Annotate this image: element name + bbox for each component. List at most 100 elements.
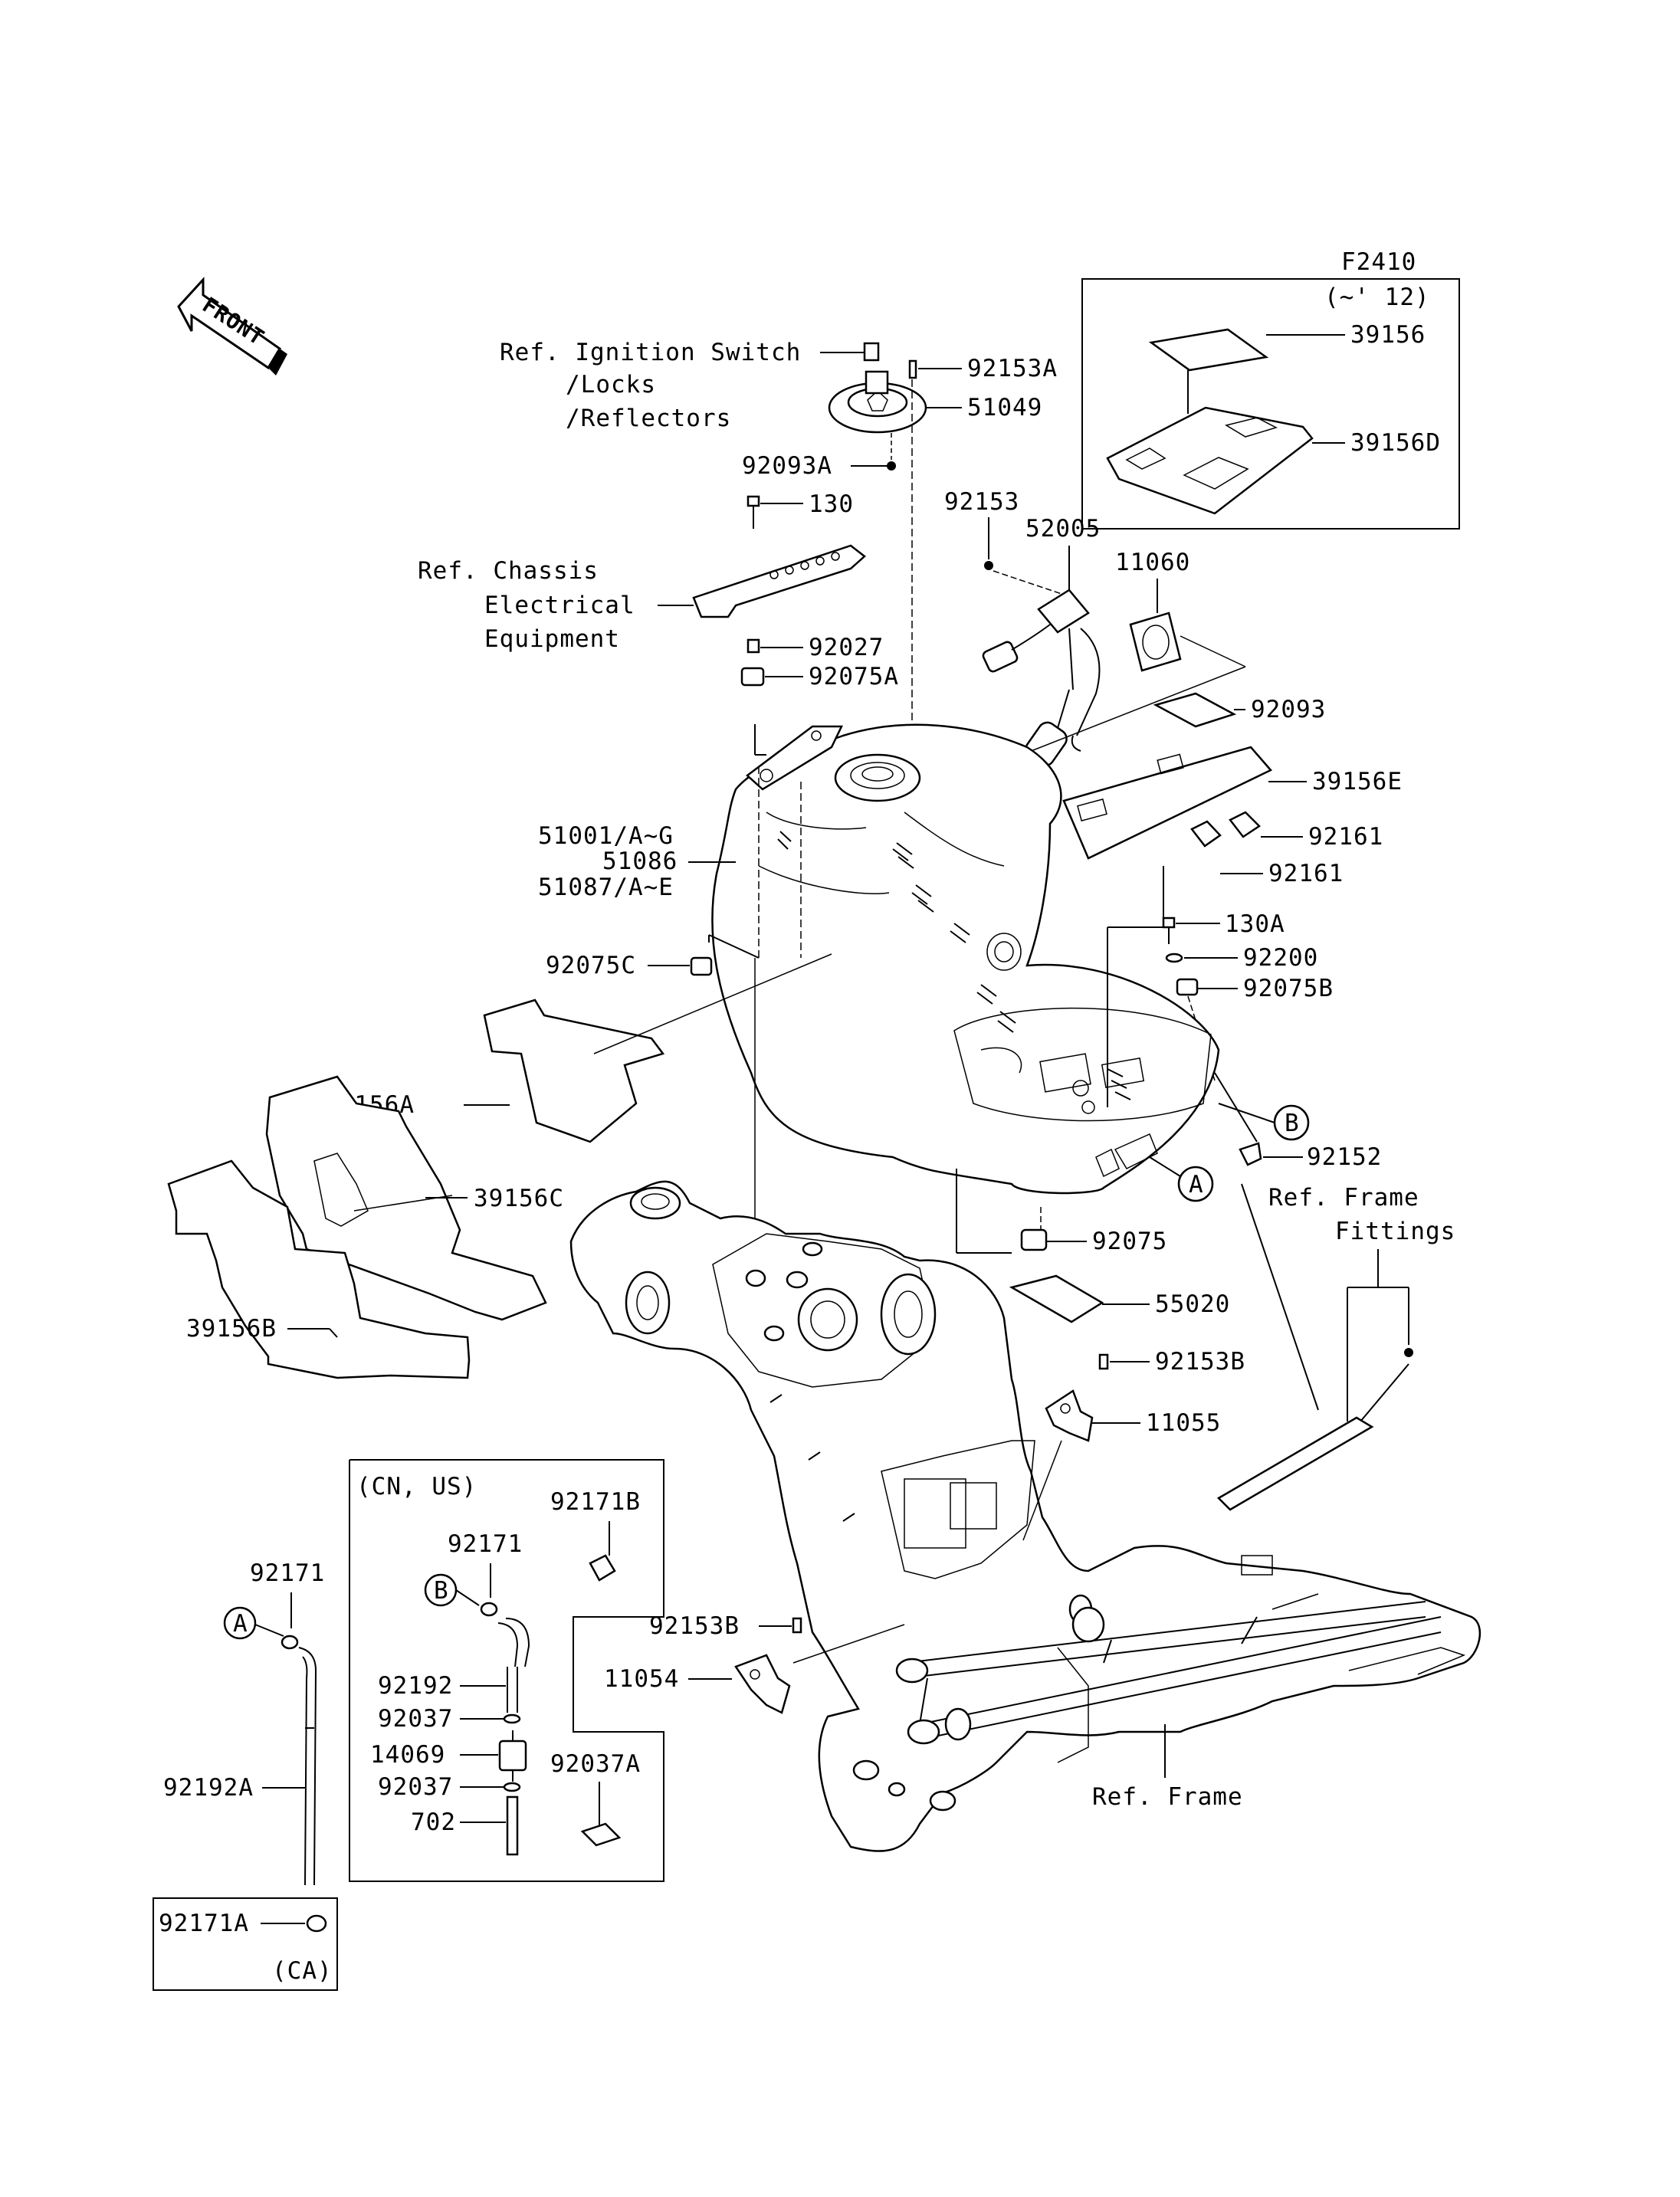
marker-a-tank (1177, 1166, 1214, 1202)
part-label-51086: 51086 (602, 848, 678, 875)
part-label-51049: 51049 (967, 394, 1042, 421)
ref-frame-label: Ref. Frame (1092, 1783, 1243, 1811)
part-label-39156: 39156 (1350, 321, 1426, 349)
marker-a-left-label: A (233, 1610, 248, 1638)
part-label-51087: 51087/A~E (538, 874, 674, 901)
hose-assembly-left: 92171 A 92192A (163, 1559, 325, 1886)
callout-92152: 92152 B A (1149, 1072, 1382, 1202)
pad-92093: 92093 (1153, 692, 1326, 728)
ref-ignition-switch: Ref. Ignition Switch /Locks /Reflectors (500, 339, 880, 432)
part-label-92171-left: 92171 (250, 1559, 325, 1587)
group-label-cn-us: (CN, US) (356, 1473, 477, 1500)
part-label-92075c: 92075C (546, 952, 636, 979)
part-label-39156b: 39156B (186, 1315, 277, 1343)
fuel-tank-51001: 51001/A~G 51086 51087/A~E (538, 723, 1220, 1195)
callout-92027: 92027 (746, 634, 884, 661)
part-label-92153b: 92153B (1155, 1348, 1245, 1376)
ref-frame-fittings-line2: Fittings (1335, 1218, 1455, 1245)
marker-b-box-label: B (434, 1577, 449, 1605)
part-label-39156e: 39156E (1312, 768, 1403, 795)
part-label-92171a: 92171A (159, 1910, 249, 1937)
ref-chassis-line2: Electrical (484, 592, 635, 619)
part-label-51001: 51001/A~G (538, 822, 674, 850)
part-label-92192: 92192 (378, 1672, 453, 1700)
pad-39156d (1106, 406, 1314, 515)
part-label-92153a: 92153A (967, 355, 1058, 382)
part-label-11055: 11055 (1146, 1409, 1221, 1437)
part-label-92152: 92152 (1307, 1143, 1382, 1171)
pad-39156b: 39156B (167, 1159, 471, 1379)
part-label-92161-lower: 92161 (1268, 860, 1344, 887)
part-label-702: 702 (411, 1808, 456, 1836)
gasket-11060: 11060 (1011, 549, 1246, 759)
part-label-92153: 92153 (944, 488, 1019, 516)
ref-ignition-line1: Ref. Ignition Switch (500, 339, 801, 366)
ref-frame-fittings: Ref. Frame Fittings (1216, 1183, 1455, 1511)
part-label-92171-box: 92171 (448, 1530, 523, 1558)
callout-92075: 92075 (1020, 1228, 1167, 1255)
callout-130: 130 (746, 490, 854, 529)
part-label-92161-upper: 92161 (1308, 823, 1383, 851)
callout-130a: 130A (1162, 910, 1285, 944)
part-label-92037-lower: 92037 (378, 1773, 453, 1801)
callout-92093a: 92093A (742, 379, 913, 782)
part-label-39156d: 39156D (1350, 429, 1441, 457)
group-label-to-12: (~' 12) (1324, 284, 1430, 311)
part-label-39156c: 39156C (474, 1185, 564, 1212)
ref-ignition-line3: /Reflectors (566, 405, 731, 432)
filler-cap-51049: 51049 (828, 370, 1042, 434)
part-label-11060: 11060 (1115, 549, 1190, 576)
part-label-92171b: 92171B (550, 1488, 641, 1516)
marker-a-tank-label: A (1189, 1171, 1204, 1199)
front-arrow-icon: FRONT (177, 277, 287, 375)
part-label-52005: 52005 (1025, 515, 1101, 543)
part-label-92075a: 92075A (809, 663, 899, 690)
part-label-92093: 92093 (1251, 696, 1326, 723)
frame (569, 1180, 1481, 1852)
callout-92075c: 92075C (546, 934, 760, 979)
callout-92075a: 92075A (740, 663, 899, 690)
part-label-92192a: 92192A (163, 1774, 254, 1802)
ref-frame: Ref. Frame (1092, 1724, 1243, 1811)
part-label-92037a: 92037A (550, 1750, 641, 1778)
ref-chassis-line3: Equipment (484, 625, 620, 653)
ref-frame-fittings-line1: Ref. Frame (1268, 1184, 1419, 1212)
marker-b-tank-label: B (1285, 1110, 1300, 1137)
part-label-92075b: 92075B (1243, 975, 1334, 1002)
pad-39156e: 39156E (1062, 746, 1403, 860)
pad-55020: 55020 (1009, 1274, 1230, 1323)
part-label-55020: 55020 (1155, 1290, 1230, 1318)
figure-code: F2410 (1341, 248, 1416, 276)
callout-92153: 92153 (944, 488, 1074, 598)
part-label-92037-upper: 92037 (378, 1705, 453, 1733)
mount-lines (754, 724, 1164, 1264)
bumpers-92161: 92161 92161 (1190, 811, 1383, 887)
part-label-92093a: 92093A (742, 452, 832, 480)
fuel-filter-icon (498, 1740, 527, 1772)
ref-chassis-line1: Ref. Chassis (418, 557, 599, 585)
part-label-130: 130 (809, 490, 854, 518)
part-label-11054: 11054 (604, 1665, 679, 1693)
fuel-pump-52005: 52005 (982, 515, 1101, 767)
callout-92200: 92200 (1165, 944, 1318, 972)
inset-box-ca: 92171A (CA) (153, 1897, 338, 1991)
bolt-icon (863, 342, 880, 362)
group-label-ca: (CA) (272, 1957, 333, 1985)
part-label-130a: 130A (1225, 910, 1285, 938)
bracket-icon (692, 544, 866, 618)
part-label-92075: 92075 (1092, 1228, 1167, 1255)
inset-box-cn-us: (CN, US) 92171B 92171 B 92192 92037 1406… (349, 1459, 664, 1882)
callout-92153a: 92153A (908, 355, 1058, 382)
part-label-92027: 92027 (809, 634, 884, 661)
inset-box-to-12: (~' 12) 39156 39156D (1081, 278, 1460, 530)
heat-pad-39156 (1148, 328, 1269, 372)
ref-chassis-electrical: Ref. Chassis Electrical Equipment (418, 544, 866, 653)
part-label-14069: 14069 (370, 1741, 445, 1769)
callout-92153b-11055: 92153B 11055 (1022, 1348, 1245, 1541)
part-label-92200: 92200 (1243, 944, 1318, 972)
callout-92075b: 92075B (1176, 975, 1334, 1081)
ref-ignition-line2: /Locks (566, 371, 656, 398)
marker-a-left (223, 1606, 257, 1640)
callout-92153b-11054: 92153B 11054 (604, 1612, 905, 1714)
